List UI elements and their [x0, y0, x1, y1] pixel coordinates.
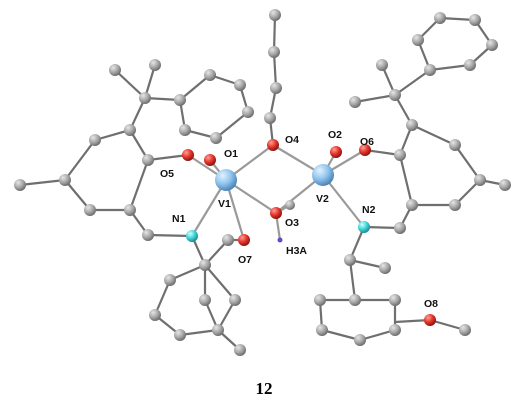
oxygen-atom-o6 — [359, 144, 371, 156]
oxygen-atom-o1 — [204, 154, 216, 166]
oxygen-atom-o4 — [267, 139, 279, 151]
carbon-atoms — [14, 9, 511, 356]
label-h3a: H3A — [286, 245, 307, 257]
oxygen-atom-o2 — [330, 146, 342, 158]
label-o2: O2 — [328, 129, 342, 141]
label-v2: V2 — [316, 193, 329, 205]
label-o6: O6 — [360, 136, 374, 148]
label-o1: O1 — [224, 148, 238, 160]
oxygen-atom-o3 — [270, 207, 282, 219]
oxygen-atom-o8 — [424, 314, 436, 326]
label-o3: O3 — [285, 217, 299, 229]
hydrogen-atom-h3a — [277, 237, 283, 243]
label-o4: O4 — [285, 134, 299, 146]
label-o8: O8 — [424, 298, 438, 310]
label-o7: O7 — [238, 254, 252, 266]
oxygen-atom-o5 — [182, 149, 194, 161]
label-n2: N2 — [362, 204, 376, 216]
label-n1: N1 — [172, 213, 186, 225]
vanadium-atom-v1 — [215, 169, 237, 191]
label-o5: O5 — [160, 168, 174, 180]
oxygen-atom-o7 — [238, 234, 250, 246]
nitrogen-atom-n1 — [186, 230, 198, 242]
compound-number: 12 — [256, 379, 273, 398]
nitrogen-atom-n2 — [358, 221, 370, 233]
vanadium-atom-v2 — [312, 164, 334, 186]
label-v1: V1 — [218, 198, 231, 210]
